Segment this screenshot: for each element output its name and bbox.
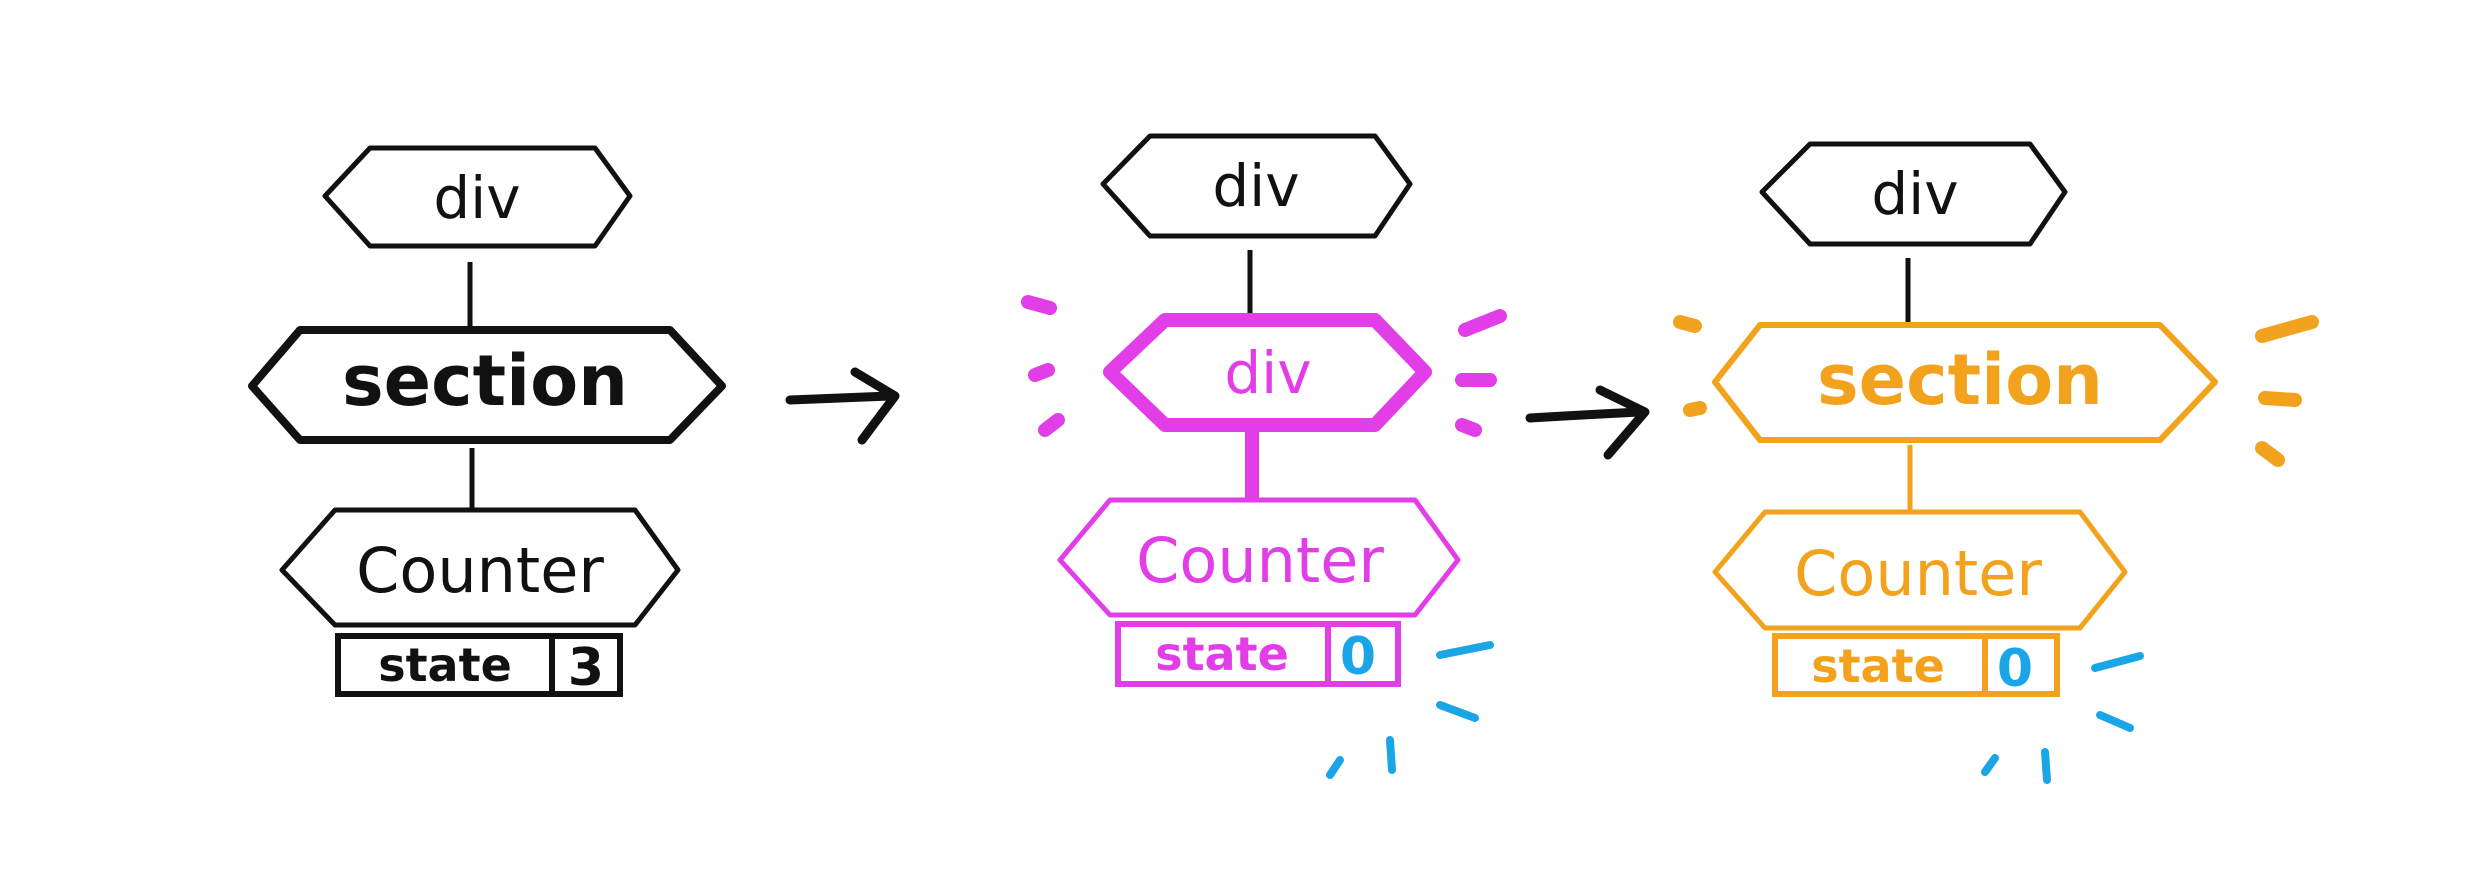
node-top-label: div [1212, 152, 1299, 220]
state-value: 0 [1997, 639, 2033, 699]
state-value: 3 [568, 638, 604, 698]
tree-after-type-change-back: div section Counter state 0 [1673, 141, 2319, 784]
highlight-burst-state [1326, 641, 1494, 779]
node-middle [248, 326, 726, 444]
highlight-burst-state [1981, 652, 2144, 784]
tree-after-type-change: div div Counter state 0 [1021, 133, 1507, 779]
node-top [1100, 133, 1413, 239]
node-counter [279, 507, 681, 628]
tree-before: div section Counter state 3 [248, 145, 726, 698]
node-middle-label: div [1224, 339, 1311, 407]
state-box [1772, 633, 2060, 697]
state-label: state [1155, 627, 1289, 681]
node-middle-label: section [342, 340, 628, 422]
node-counter [1712, 509, 2128, 631]
arrow-right-icon [785, 367, 900, 445]
node-counter [1057, 497, 1461, 618]
state-label: state [378, 638, 512, 692]
node-counter-label: Counter [1794, 537, 2042, 610]
node-middle [1103, 313, 1432, 432]
highlight-burst-node [1673, 315, 2319, 467]
arrow-right-icon [1525, 385, 1650, 460]
state-value: 0 [1340, 627, 1376, 687]
state-box [335, 633, 623, 697]
highlight-burst-node [1021, 295, 1507, 437]
node-counter-label: Counter [1136, 524, 1384, 597]
node-top-label: div [1871, 160, 1958, 228]
node-top [1759, 141, 2068, 247]
state-box [1115, 621, 1401, 687]
node-counter-label: Counter [356, 534, 604, 607]
node-top-label: div [433, 164, 520, 232]
node-top [322, 145, 633, 249]
state-label: state [1811, 639, 1945, 693]
node-middle-label: section [1817, 339, 2103, 421]
node-middle [1712, 322, 2218, 443]
